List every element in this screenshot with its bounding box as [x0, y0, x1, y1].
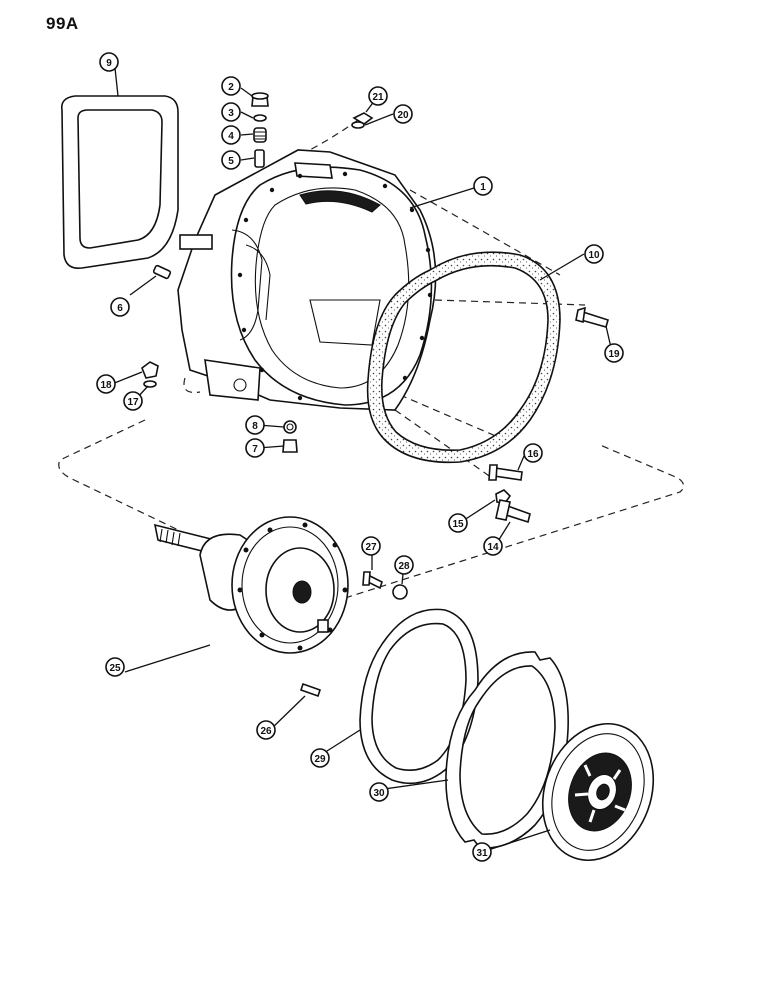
callout-5-label: 5: [228, 156, 234, 167]
page-number: 99A: [46, 14, 79, 33]
callout-4-label: 4: [228, 131, 234, 142]
callout-15-label: 15: [452, 519, 464, 530]
callout-1: 1: [473, 176, 493, 196]
callout-7-label: 7: [252, 444, 258, 455]
plate-30: [445, 651, 569, 849]
gasket-10: [366, 251, 561, 464]
callout-21-label: 21: [372, 92, 384, 103]
callout-15: 15: [448, 513, 468, 533]
callout-28-label: 28: [398, 561, 410, 572]
callout-25-label: 25: [109, 663, 121, 674]
callout-17: 17: [123, 391, 143, 411]
callout-6: 6: [110, 297, 130, 317]
callout-26-label: 26: [260, 726, 272, 737]
callout-18-label: 18: [100, 380, 112, 391]
callout-29: 29: [310, 748, 330, 768]
clutch-assembly-25: [153, 516, 349, 654]
callout-1-label: 1: [480, 182, 486, 193]
callout-21: 21: [368, 86, 388, 106]
callout-18: 18: [96, 374, 116, 394]
leader-lines: [111, 67, 613, 853]
small-parts: [141, 92, 609, 524]
callout-27: 27: [361, 536, 381, 556]
callout-14: 14: [483, 536, 503, 556]
callout-9-label: 9: [106, 58, 112, 69]
callout-9: 9: [99, 52, 119, 72]
callout-17-label: 17: [127, 397, 139, 408]
callout-20-label: 20: [397, 110, 409, 121]
callout-3-label: 3: [228, 108, 234, 119]
callout-14-label: 14: [487, 542, 499, 553]
callout-27-label: 27: [365, 542, 377, 553]
callout-3: 3: [221, 102, 241, 122]
callout-31-label: 31: [476, 848, 488, 859]
callout-16: 16: [523, 443, 543, 463]
callout-26: 26: [256, 720, 276, 740]
callout-19: 19: [604, 343, 624, 363]
callout-5: 5: [221, 150, 241, 170]
clutch-housing-1: [177, 149, 437, 411]
callout-20: 20: [393, 104, 413, 124]
callout-10: 10: [584, 244, 604, 264]
callout-31: 31: [472, 842, 492, 862]
callout-8: 8: [245, 415, 265, 435]
callout-28: 28: [394, 555, 414, 575]
callout-2-label: 2: [228, 82, 234, 93]
callout-30-label: 30: [373, 788, 385, 799]
gasket-9: [60, 95, 179, 270]
callout-16-label: 16: [527, 449, 539, 460]
callout-8-label: 8: [252, 421, 258, 432]
callout-29-label: 29: [314, 754, 326, 765]
callout-6-label: 6: [117, 303, 123, 314]
callout-4: 4: [221, 125, 241, 145]
callout-19-label: 19: [608, 349, 620, 360]
callout-2: 2: [221, 76, 241, 96]
callout-30: 30: [369, 782, 389, 802]
callout-10-label: 10: [588, 250, 600, 261]
callout-7: 7: [245, 438, 265, 458]
callout-25: 25: [105, 657, 125, 677]
clutch-disc-31: [541, 722, 655, 862]
small-parts-lower: [299, 571, 408, 698]
